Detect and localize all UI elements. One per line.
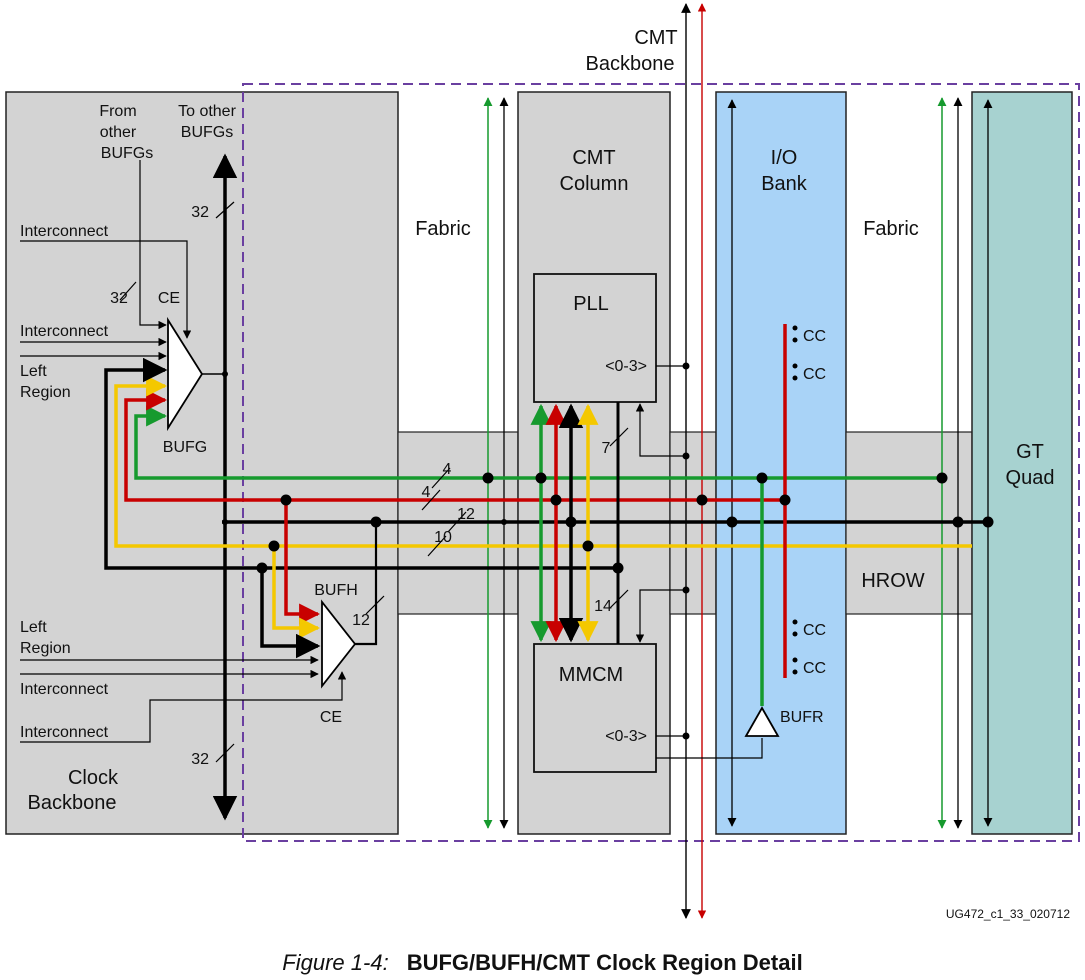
gt-quad-label-1: GT — [1016, 441, 1044, 463]
fabric-left-label: Fabric — [415, 218, 471, 240]
clock-backbone-label-2: Backbone — [28, 792, 117, 814]
bus-width-pll-out: 7 — [602, 440, 611, 457]
cmt-backbone-label-1: CMT — [634, 27, 677, 49]
bus-width-black: 12 — [457, 506, 475, 523]
bufh-output-line — [355, 522, 378, 646]
figure-number: Figure 1-4: — [282, 950, 389, 975]
interconnect-label-2: Interconnect — [20, 323, 109, 340]
interconnect-label-1: Interconnect — [20, 223, 109, 240]
interconnect-label-3: Interconnect — [20, 681, 109, 698]
to-other-bufgs-label-2: BUFGs — [181, 124, 233, 141]
left-region-bottom-label-2: Region — [20, 640, 71, 657]
bus-width-green: 4 — [443, 461, 452, 478]
clock-backbone-panel — [5, 91, 399, 835]
bus-width-backbone-bottom: 32 — [191, 751, 209, 768]
from-other-bufgs-label-2: other — [100, 124, 137, 141]
bufg-ce-line — [20, 240, 192, 339]
red-bus — [124, 389, 785, 502]
left-region-top-label-2: Region — [20, 384, 71, 401]
junction-dots — [222, 362, 994, 740]
figure-title: BUFG/BUFH/CMT Clock Region Detail — [406, 950, 803, 975]
bufh-ce-label: CE — [320, 709, 342, 726]
cc-dots — [792, 325, 798, 675]
mmcm-port-label: <0-3> — [605, 728, 647, 745]
bufh-label: BUFH — [314, 582, 358, 599]
pll-label: PLL — [573, 293, 609, 315]
io-bank-panel — [715, 91, 847, 835]
clock-region-border — [242, 83, 1080, 842]
left-region-bottom-label-1: Left — [20, 619, 47, 636]
mmcm-label: MMCM — [559, 664, 623, 686]
mmcm-input-line — [635, 589, 686, 643]
cc-label-1: CC — [803, 328, 826, 345]
bus-width-backbone-top: 32 — [191, 204, 209, 221]
bus-width-bufg-ce: 32 — [110, 290, 128, 307]
io-bank-label-1: I/O — [771, 147, 798, 169]
from-other-bufgs-label-3: BUFGs — [101, 145, 153, 162]
gt-quad-label-2: Quad — [1006, 467, 1055, 489]
bufh-black-input — [260, 568, 321, 659]
pll-port-label: <0-3> — [605, 358, 647, 375]
bus-slashes — [119, 201, 629, 763]
cmt-backbone-label-2: Backbone — [586, 53, 675, 75]
bus-width-red: 4 — [422, 484, 431, 501]
bus-width-bufh-out: 12 — [352, 612, 370, 629]
mmcm-block — [533, 643, 657, 773]
cc-label-2: CC — [803, 366, 826, 383]
doc-id-label: UG472_c1_33_020712 — [946, 907, 1070, 921]
mmcm-to-bufr-line — [656, 738, 763, 759]
from-other-bufgs-label-1: From — [99, 103, 136, 120]
clock-backbone-label-1: Clock — [68, 767, 119, 789]
left-region-black-path — [104, 357, 618, 570]
fabric-right-label: Fabric — [863, 218, 919, 240]
bufh-red-input — [284, 500, 321, 625]
from-other-bufgs-line — [139, 160, 167, 330]
bus-width-yellow: 10 — [434, 529, 452, 546]
bufg-label: BUFG — [163, 439, 207, 456]
cmt-column-label-1: CMT — [572, 147, 615, 169]
bufr-buffer — [744, 706, 780, 737]
bufh-yellow-input — [272, 546, 321, 639]
figure-caption: Figure 1-4: BUFG/BUFH/CMT Clock Region De… — [0, 950, 1085, 980]
interconnect-bufh-ce-line — [20, 671, 347, 743]
bufr-label: BUFR — [780, 709, 824, 726]
io-bank-label-2: Bank — [761, 173, 808, 195]
hrow-label: HROW — [861, 570, 924, 592]
cc-label-3: CC — [803, 622, 826, 639]
to-other-bufgs-label-1: To other — [178, 103, 236, 120]
left-region-top-label-1: Left — [20, 363, 47, 380]
pll-block — [533, 273, 657, 403]
gt-quad-panel — [971, 91, 1073, 835]
pll-feedback-line — [635, 403, 686, 457]
bufh-buffer — [321, 599, 357, 689]
bufg-buffer — [167, 316, 204, 432]
cc-label-4: CC — [803, 660, 826, 677]
cmt-column-label-2: Column — [560, 173, 629, 195]
interconnect-label-4: Interconnect — [20, 724, 109, 741]
bus-width-mmcm-in: 14 — [594, 598, 612, 615]
bufg-ce-label: CE — [158, 290, 180, 307]
